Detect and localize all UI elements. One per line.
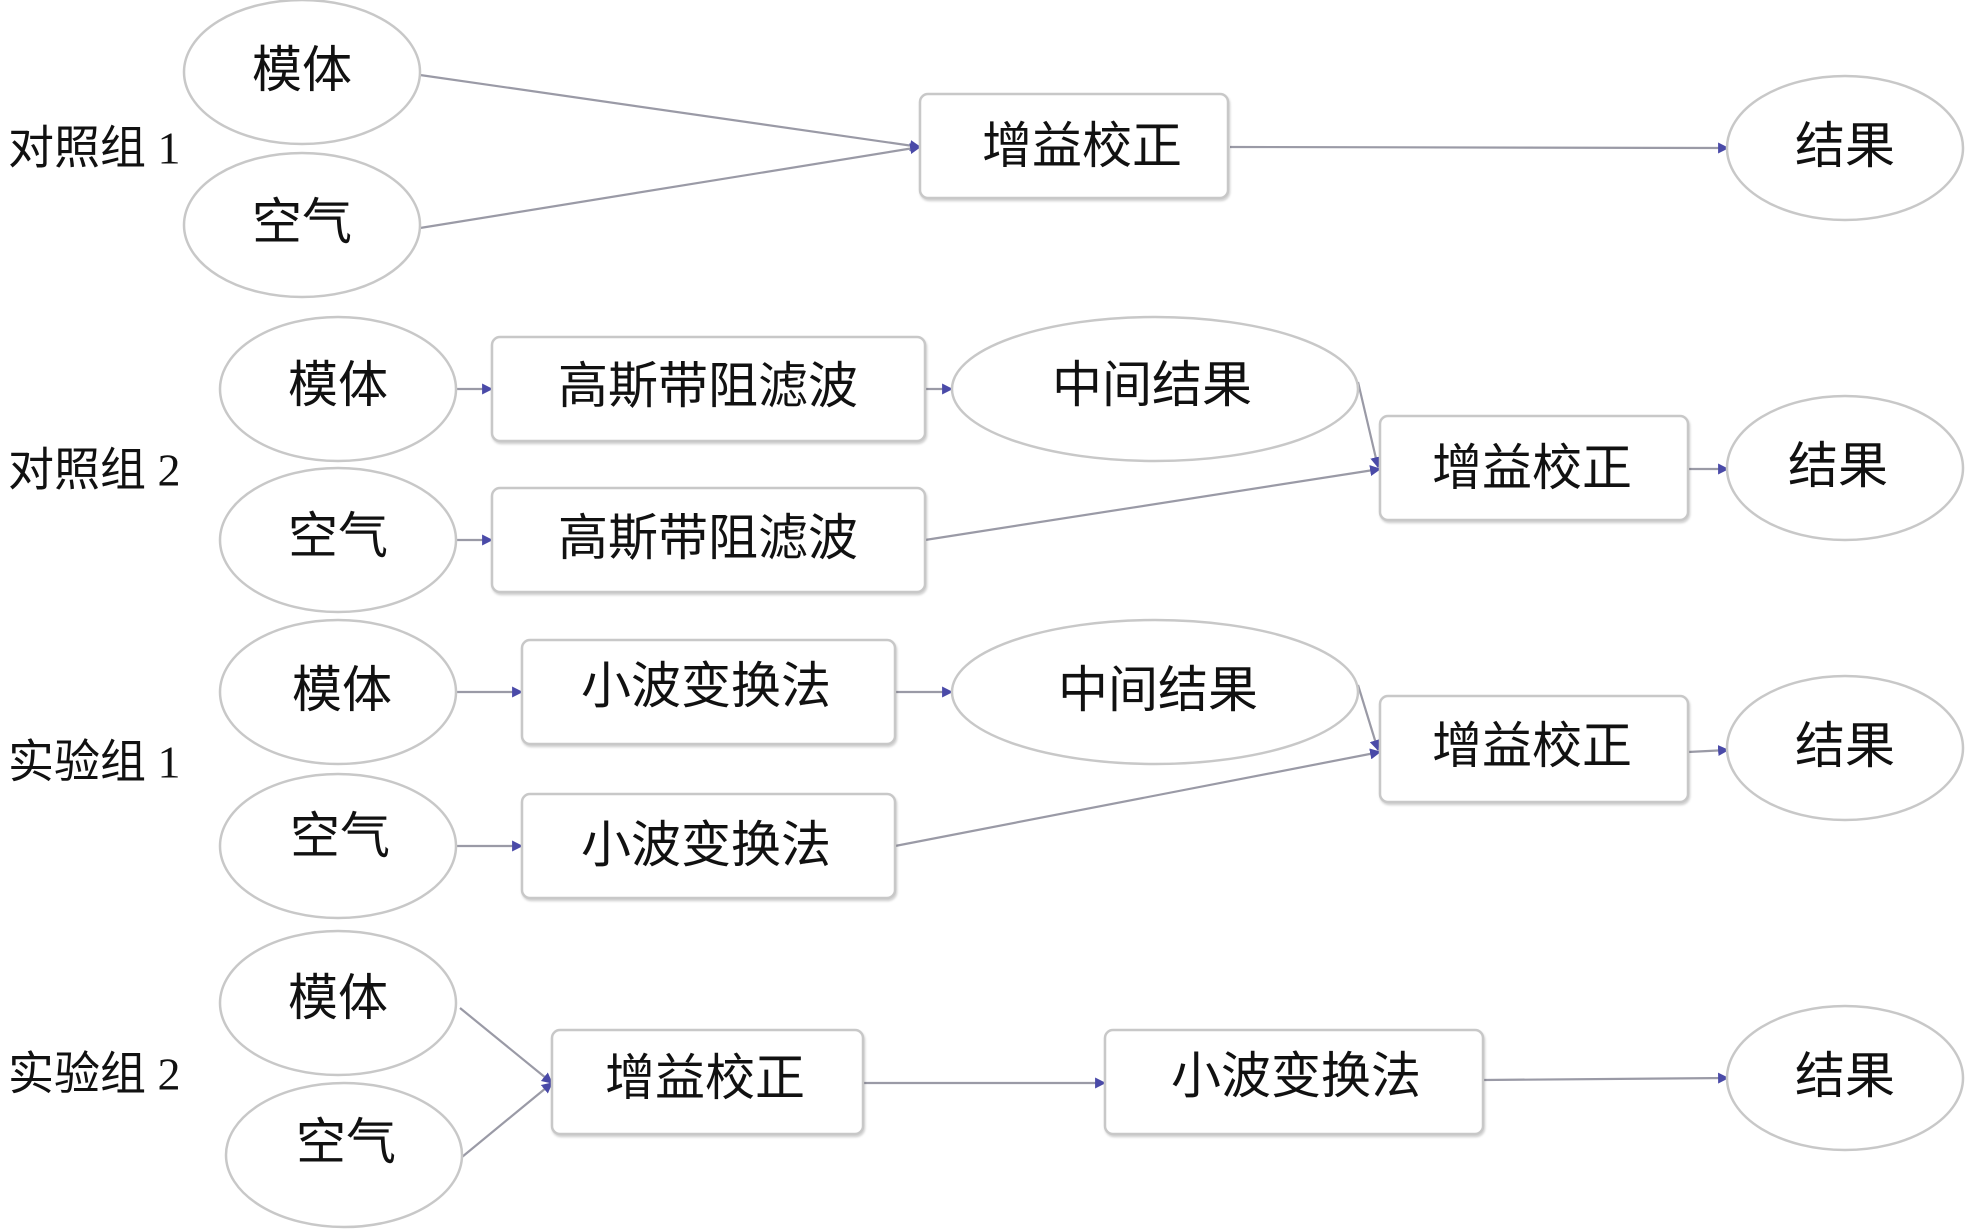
c1-air-node: 空气 [182, 151, 422, 299]
e1-wavelet-top-label: 小波变换法 [581, 658, 831, 714]
group-label-control-1: 对照组 1 [8, 123, 181, 174]
c2-result-node: 结果 [1725, 394, 1965, 542]
edge-e2-air-to-gain [461, 1082, 553, 1158]
e1-intermediate-node: 中间结果 [950, 618, 1360, 766]
e1-intermediate-label: 中间结果 [1058, 662, 1258, 718]
c2-intermediate-node: 中间结果 [950, 315, 1360, 463]
c2-air-node: 空气 [218, 466, 458, 614]
c1-phantom-label: 模体 [252, 42, 352, 98]
edge-e1-gain-to-result [1687, 745, 1730, 756]
control-group-1: 模体 空气 增益校正 结果 [182, 0, 1965, 299]
e2-gain-correction-label: 增益校正 [605, 1050, 805, 1106]
control-group-2: 模体 空气 高斯带阻滤波 高斯带阻滤波 中间结果 增益校正 结果 [218, 315, 1965, 614]
c2-phantom-node: 模体 [218, 315, 458, 463]
edge-e1-wavelet-to-gain [894, 748, 1382, 848]
e1-phantom-label: 模体 [292, 662, 392, 718]
group-label-experimental-2: 实验组 2 [8, 1049, 181, 1100]
c1-gain-correction-node: 增益校正 [918, 92, 1230, 200]
c1-air-label: 空气 [252, 194, 352, 250]
experimental-group-1: 模体 空气 小波变换法 小波变换法 中间结果 增益校正 结果 [218, 618, 1965, 920]
c1-result-node: 结果 [1725, 74, 1965, 222]
group-labels: 对照组 1 对照组 2 实验组 1 实验组 2 [8, 123, 181, 1100]
e2-result-label: 结果 [1795, 1048, 1895, 1104]
e2-phantom-label: 模体 [288, 970, 388, 1026]
e2-gain-correction-node: 增益校正 [550, 1028, 865, 1136]
c2-gaussian-filter-bottom-node: 高斯带阻滤波 [490, 486, 927, 594]
e1-wavelet-top-node: 小波变换法 [520, 638, 897, 746]
c2-result-label: 结果 [1788, 438, 1888, 494]
edge-c1-air-to-gain [419, 143, 922, 230]
edge-e1-intermediate-to-gain [1356, 684, 1381, 752]
edges [419, 73, 1730, 1158]
e1-gain-correction-label: 增益校正 [1432, 718, 1632, 774]
edge-c2-intermediate-to-gain [1356, 381, 1382, 469]
edge-c2-filter-to-gain [924, 465, 1382, 542]
e1-gain-correction-node: 增益校正 [1378, 694, 1690, 804]
e2-result-node: 结果 [1725, 1004, 1965, 1152]
e2-air-label: 空气 [296, 1114, 396, 1170]
c1-result-label: 结果 [1795, 118, 1895, 174]
c2-gain-correction-label: 增益校正 [1432, 440, 1632, 496]
c1-gain-correction-label: 增益校正 [982, 118, 1182, 174]
e2-wavelet-label: 小波变换法 [1171, 1048, 1421, 1104]
c2-gaussian-filter-top-node: 高斯带阻滤波 [490, 335, 927, 443]
c2-gaussian-filter-top-label: 高斯带阻滤波 [558, 358, 858, 414]
c2-gaussian-filter-bottom-label: 高斯带阻滤波 [558, 510, 858, 566]
e1-air-label: 空气 [290, 808, 390, 864]
e2-wavelet-node: 小波变换法 [1103, 1028, 1485, 1136]
e1-wavelet-bottom-node: 小波变换法 [520, 792, 897, 900]
edge-c1-gain-to-result [1229, 142, 1730, 154]
edge-c1-phantom-to-gain [419, 73, 922, 152]
c2-air-label: 空气 [288, 508, 388, 564]
e2-phantom-node: 模体 [218, 929, 458, 1077]
c1-phantom-node: 模体 [182, 0, 422, 146]
c2-phantom-label: 模体 [288, 357, 388, 413]
e1-result-node: 结果 [1725, 674, 1965, 822]
edge-e2-phantom-to-gain [459, 1007, 553, 1084]
experimental-group-2: 模体 空气 增益校正 小波变换法 结果 [218, 929, 1965, 1229]
group-label-experimental-1: 实验组 1 [8, 737, 181, 788]
e1-air-node: 空气 [218, 772, 458, 920]
e2-air-node: 空气 [224, 1081, 464, 1229]
e1-phantom-node: 模体 [218, 618, 458, 766]
e1-result-label: 结果 [1795, 718, 1895, 774]
group-label-control-2: 对照组 2 [8, 445, 181, 496]
c2-intermediate-label: 中间结果 [1052, 357, 1252, 413]
c2-gain-correction-node: 增益校正 [1378, 414, 1690, 522]
e1-wavelet-bottom-label: 小波变换法 [581, 817, 831, 873]
edge-e2-wavelet-to-result [1482, 1072, 1730, 1084]
